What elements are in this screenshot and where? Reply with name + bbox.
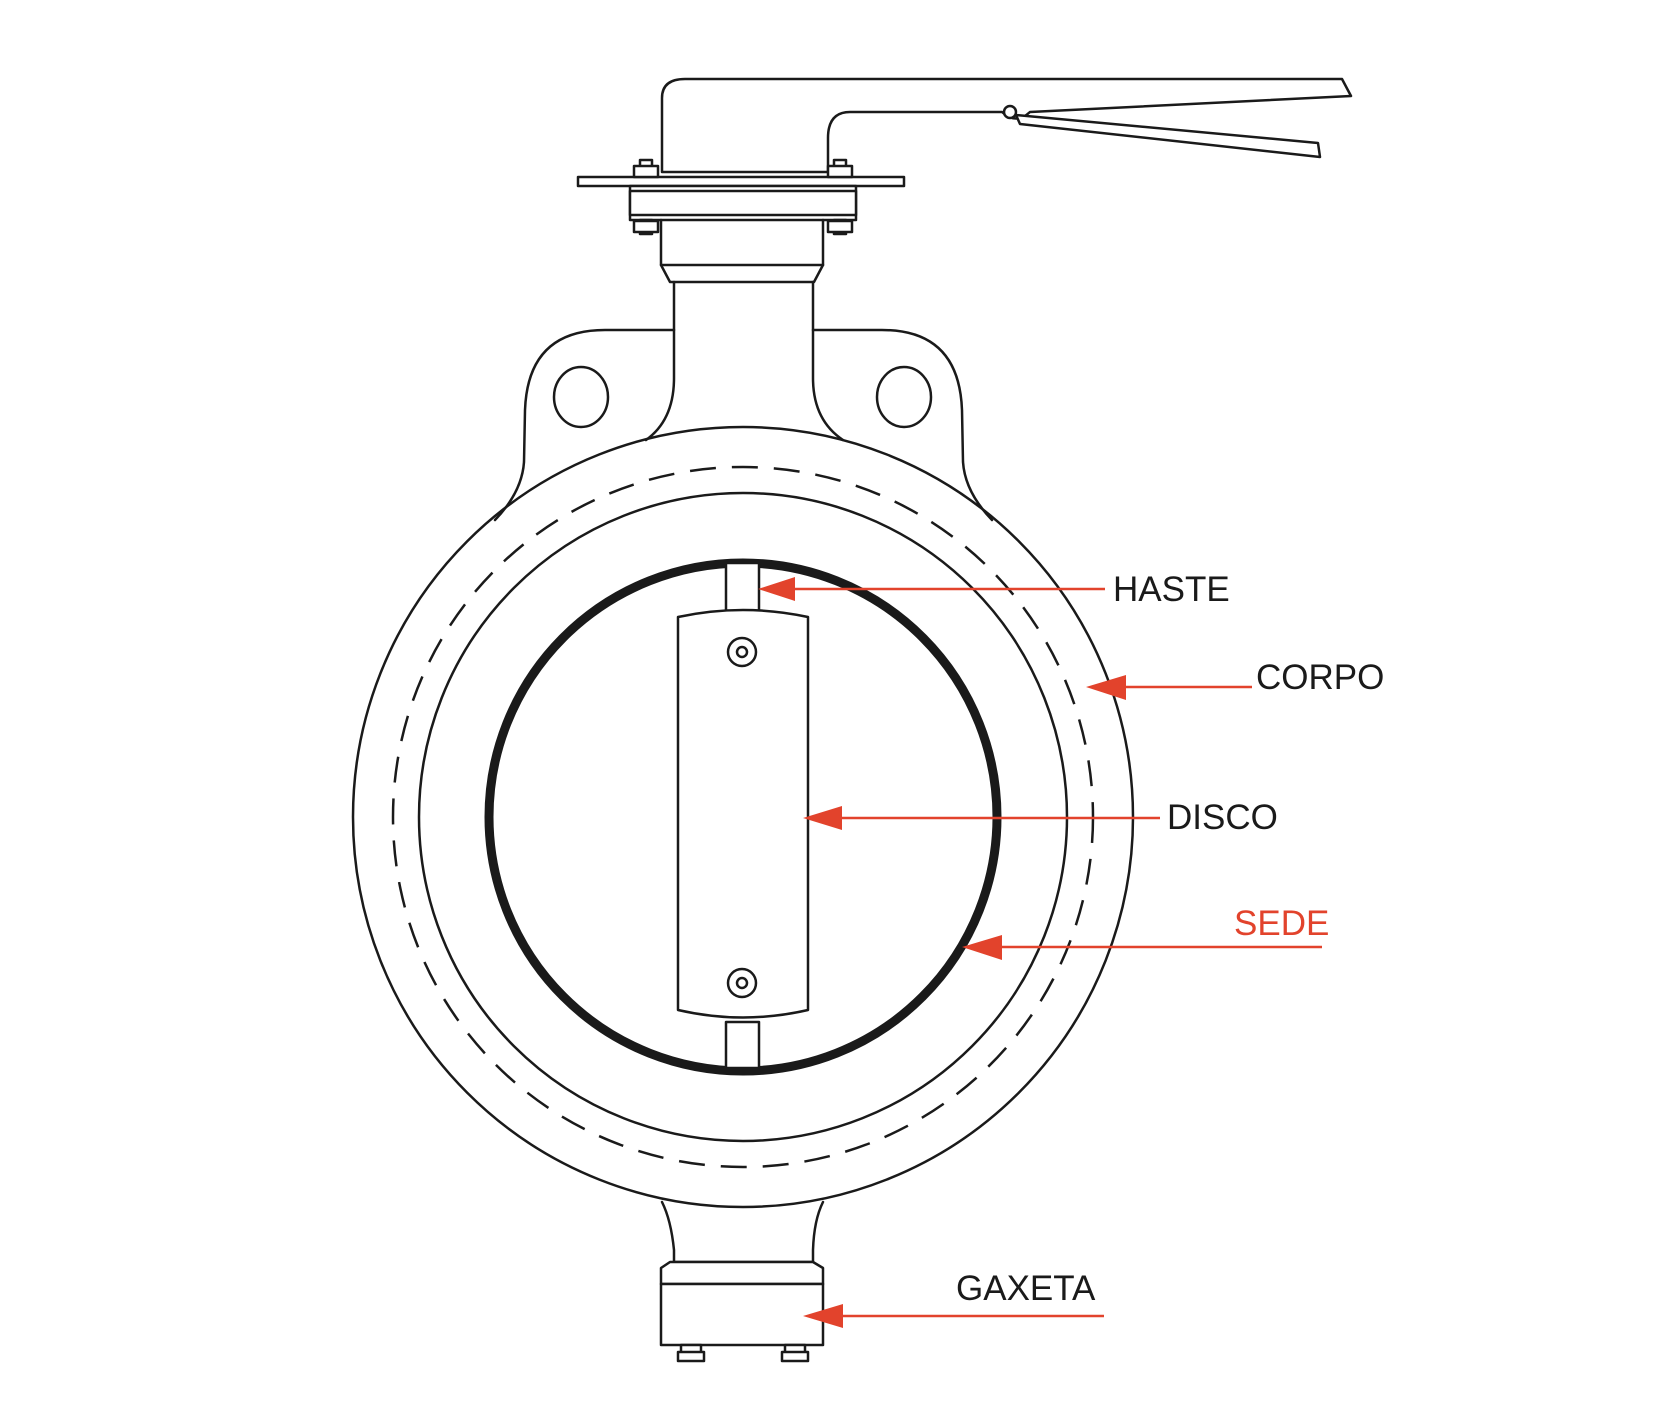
label-gaxeta: GAXETA xyxy=(956,1269,1096,1308)
mounting-plate xyxy=(576,158,906,236)
label-corpo: CORPO xyxy=(1256,658,1384,697)
valve-ears xyxy=(493,328,994,522)
disc xyxy=(676,608,810,1019)
lever-handle xyxy=(660,77,1353,174)
disc-pin-top xyxy=(726,636,758,668)
callout-haste: HASTE xyxy=(758,570,1230,609)
callout-corpo: CORPO xyxy=(1086,658,1384,700)
disc-pin-bottom xyxy=(726,967,758,999)
callout-disco: DISCO xyxy=(803,798,1278,837)
bottom-hub xyxy=(659,1200,825,1363)
callout-sede: SEDE xyxy=(962,904,1329,960)
label-disco: DISCO xyxy=(1167,798,1278,837)
stem xyxy=(724,561,761,1070)
label-haste: HASTE xyxy=(1113,570,1230,609)
valve-neck xyxy=(644,218,845,442)
callout-gaxeta: GAXETA xyxy=(803,1269,1104,1328)
label-sede: SEDE xyxy=(1234,904,1329,943)
